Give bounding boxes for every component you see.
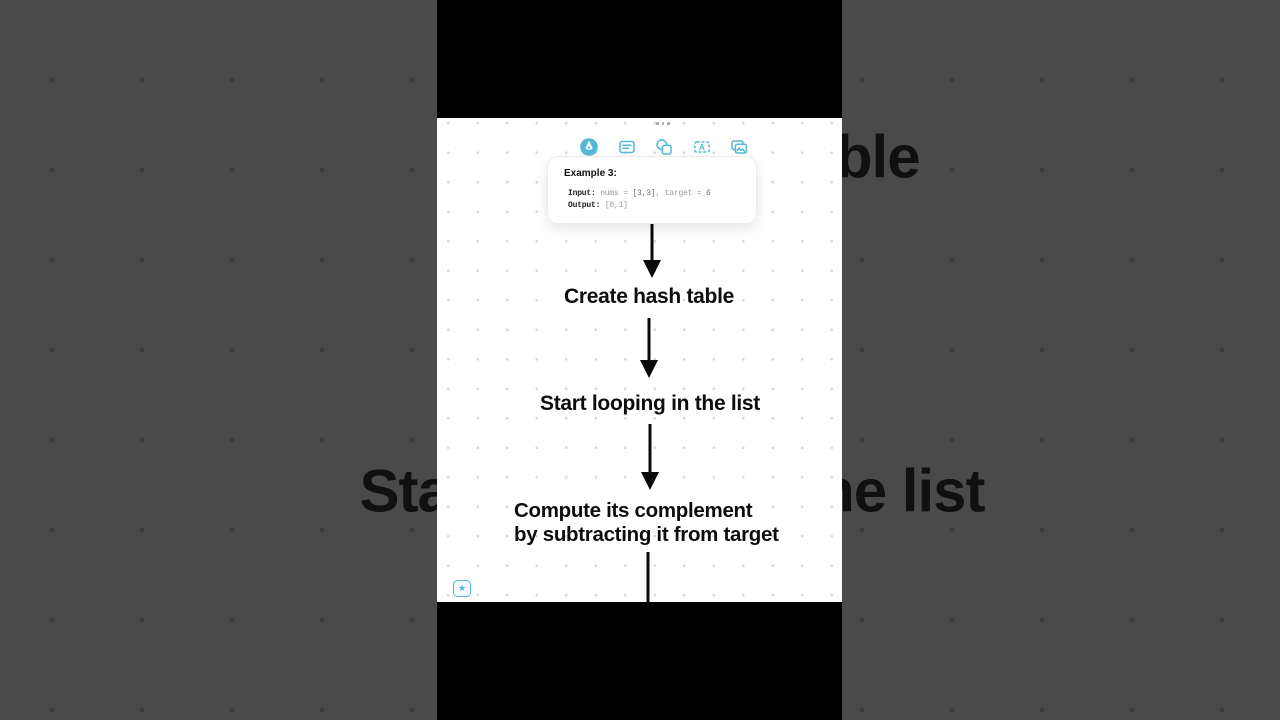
- favorites-button[interactable]: ★: [453, 580, 471, 597]
- flow-step-compute-line1: Compute its complement: [514, 499, 753, 522]
- media-tool-button[interactable]: [729, 137, 749, 157]
- pen-nib-icon: [580, 138, 598, 156]
- input-label: Input:: [568, 189, 596, 198]
- example-output-line: Output: [0,1]: [568, 200, 628, 210]
- text-box-tool-button[interactable]: A: [692, 137, 712, 157]
- video-column: A Example 3: Input: nums = [3,3], target…: [437, 0, 842, 720]
- letterbox-bottom: [437, 602, 842, 720]
- flow-arrow-3[interactable]: [639, 424, 661, 495]
- sticky-note-tool-button[interactable]: [617, 137, 637, 157]
- star-icon: ★: [457, 583, 467, 593]
- example-card[interactable]: Example 3: Input: nums = [3,3], target =…: [547, 156, 757, 224]
- shapes-icon: [656, 139, 672, 155]
- flow-arrow-4[interactable]: [637, 552, 659, 607]
- flow-arrow-1[interactable]: [641, 224, 663, 283]
- shapes-tool-button[interactable]: [654, 137, 674, 157]
- svg-text:A: A: [698, 142, 704, 152]
- example-input-line: Input: nums = [3,3], target = 6: [568, 189, 711, 198]
- flow-step-compute-complement[interactable]: Compute its complement by subtracting it…: [514, 499, 779, 547]
- text-box-icon: A: [693, 141, 710, 153]
- toolbar-handle-ellipsis-icon[interactable]: [656, 122, 670, 125]
- letterbox-top: [437, 0, 842, 118]
- media-icon: [731, 140, 748, 154]
- flow-step-compute-line2: by subtracting it from target: [514, 523, 779, 546]
- whiteboard-canvas[interactable]: A Example 3: Input: nums = [3,3], target…: [437, 118, 842, 602]
- flow-arrow-2[interactable]: [638, 318, 660, 383]
- toolbar: A: [579, 137, 749, 157]
- example-card-title: Example 3:: [564, 168, 617, 179]
- sticky-note-icon: [618, 140, 635, 154]
- output-label: Output:: [568, 200, 601, 210]
- flow-step-create-hash-table[interactable]: Create hash table: [564, 285, 734, 308]
- draw-tool-button[interactable]: [579, 137, 599, 157]
- flow-step-start-looping[interactable]: Start looping in the list: [540, 392, 760, 415]
